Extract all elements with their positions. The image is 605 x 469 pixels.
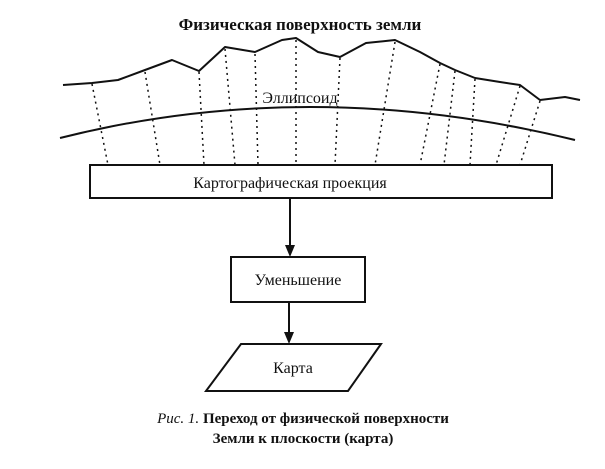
projection-line <box>495 85 521 166</box>
ellipsoid-label: Эллипсоид <box>262 90 337 107</box>
caption-line-2: Земли к плоскости (карта) <box>213 431 394 447</box>
projection-line <box>144 71 161 166</box>
projection-lines <box>91 40 541 166</box>
ellipsoid-curve <box>59 106 576 141</box>
arrow-projection-to-reduction <box>285 198 295 257</box>
map-parallelogram: Карта <box>204 343 383 392</box>
projection-line <box>469 78 476 166</box>
projection-line <box>374 41 396 166</box>
projection-line <box>91 83 109 166</box>
reduction-box: Уменьшение <box>230 256 366 303</box>
caption-line1-rest: Переход от физической поверхности <box>199 411 449 427</box>
projection-label: Картографическая проекция <box>193 175 387 192</box>
projection-line <box>419 63 441 166</box>
projection-line <box>254 53 259 166</box>
caption-line-1: Рис. 1. Переход от физической поверхност… <box>156 411 449 427</box>
projection-line <box>198 71 205 166</box>
map-label: Карта <box>273 360 313 377</box>
projection-line <box>519 100 541 166</box>
surface-label: Физическая поверхность земли <box>179 15 422 34</box>
projection-line <box>334 57 341 166</box>
physical-surface-line <box>62 37 581 101</box>
caption-prefix: Рис. 1. <box>156 411 199 427</box>
reduction-label: Уменьшение <box>255 272 342 289</box>
projection-line <box>224 48 236 166</box>
arrow-reduction-to-map <box>284 302 294 344</box>
projection-box: Картографическая проекция <box>89 164 553 199</box>
projection-line <box>443 70 456 166</box>
